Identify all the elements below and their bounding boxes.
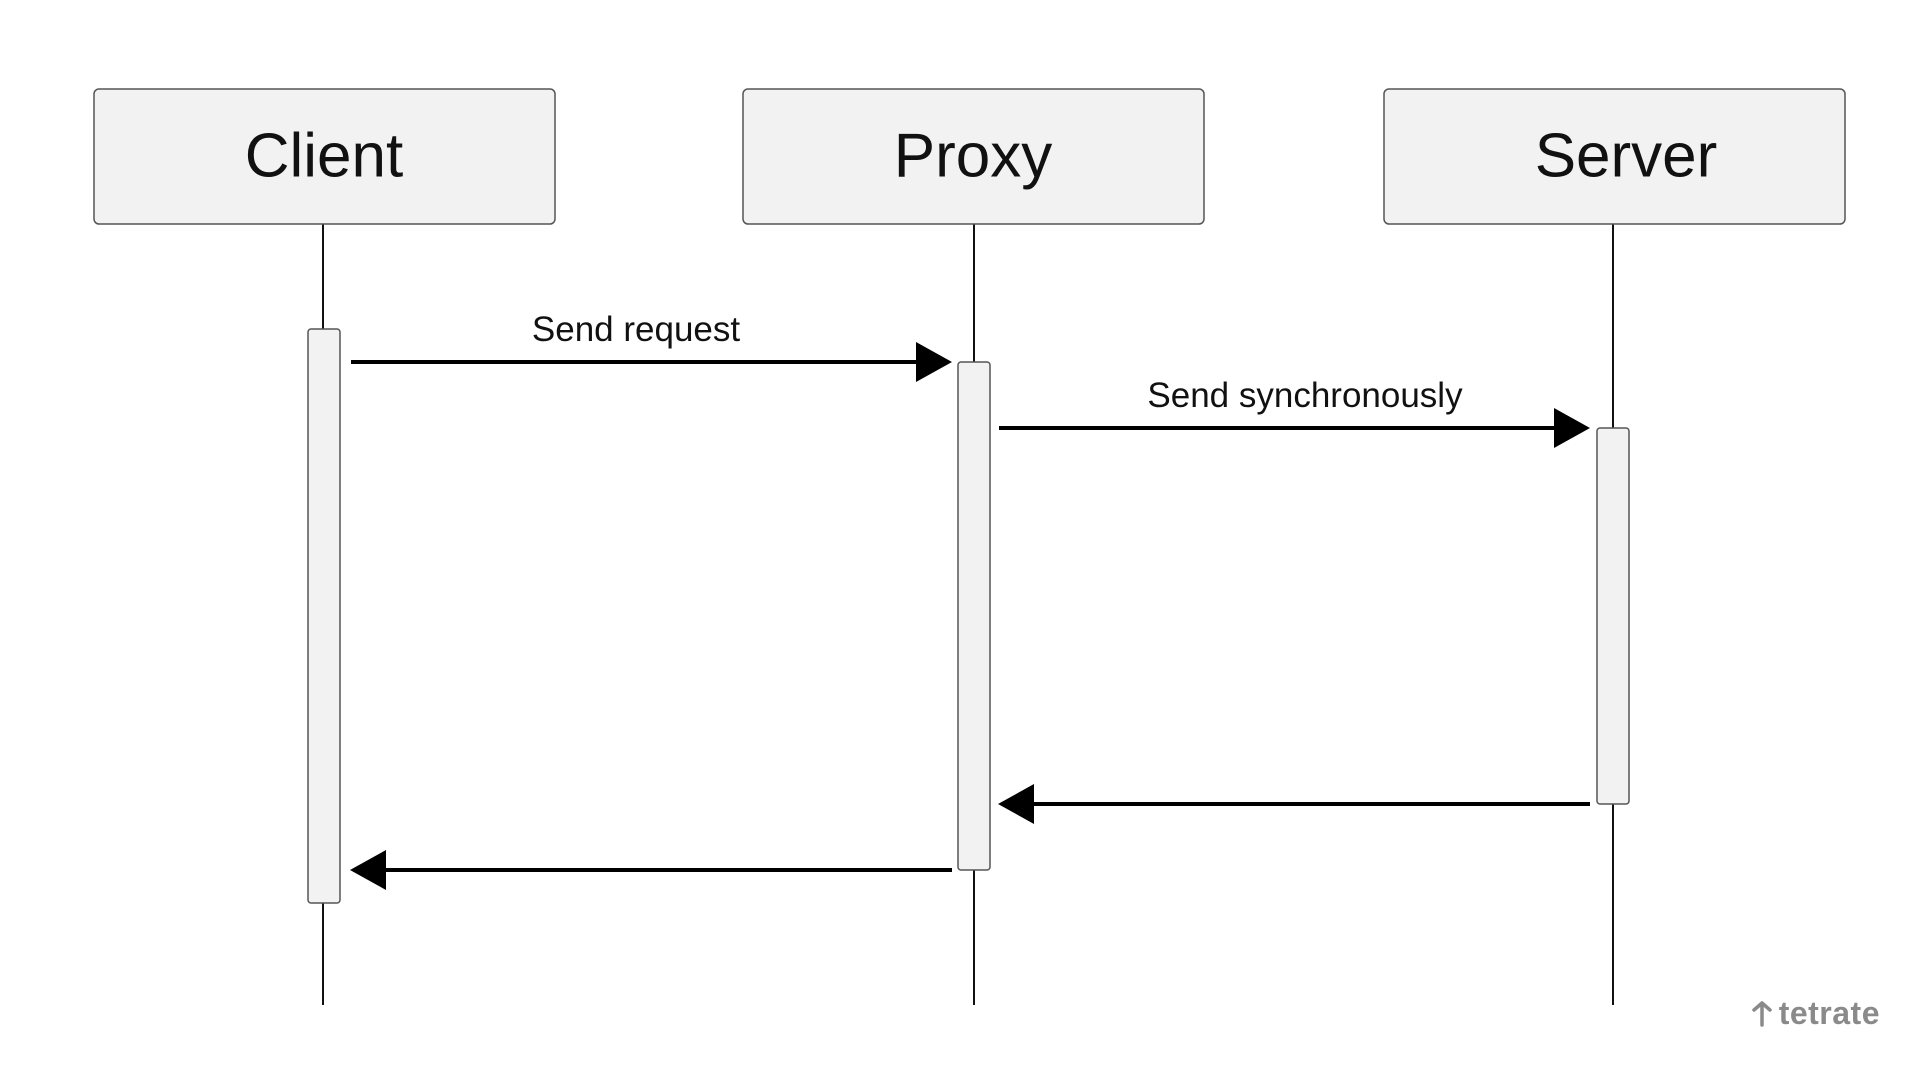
message-label-send-synchronously: Send synchronously bbox=[1147, 376, 1463, 415]
participant-label-server: Server bbox=[1535, 122, 1718, 191]
message-label-send-request: Send request bbox=[532, 310, 740, 349]
logo-text: tetrate bbox=[1778, 995, 1880, 1031]
message-send-synchronously: Send synchronously bbox=[999, 376, 1590, 448]
tetrate-logo: tetrate bbox=[1751, 995, 1880, 1032]
message-send-request: Send request bbox=[351, 310, 952, 382]
activation-bar-proxy bbox=[957, 361, 991, 871]
participant-box-client bbox=[93, 88, 556, 225]
arrow-head-right-icon bbox=[916, 342, 952, 382]
participant-box-server bbox=[1383, 88, 1846, 225]
message-proxy-response bbox=[350, 850, 952, 890]
activation-bar-server bbox=[1596, 427, 1630, 805]
participant-client: Client bbox=[93, 88, 556, 225]
participant-proxy: Proxy bbox=[742, 88, 1205, 225]
participant-box-proxy bbox=[742, 88, 1205, 225]
participant-label-client: Client bbox=[245, 122, 404, 191]
participant-server: Server bbox=[1383, 88, 1846, 225]
arrow-head-left-icon bbox=[998, 784, 1034, 824]
message-server-response bbox=[998, 784, 1590, 824]
tetrate-logo-icon bbox=[1751, 1000, 1772, 1027]
arrow-head-right-icon bbox=[1554, 408, 1590, 448]
activation-bar-client bbox=[307, 328, 341, 904]
arrow-head-left-icon bbox=[350, 850, 386, 890]
participant-label-proxy: Proxy bbox=[894, 122, 1052, 191]
